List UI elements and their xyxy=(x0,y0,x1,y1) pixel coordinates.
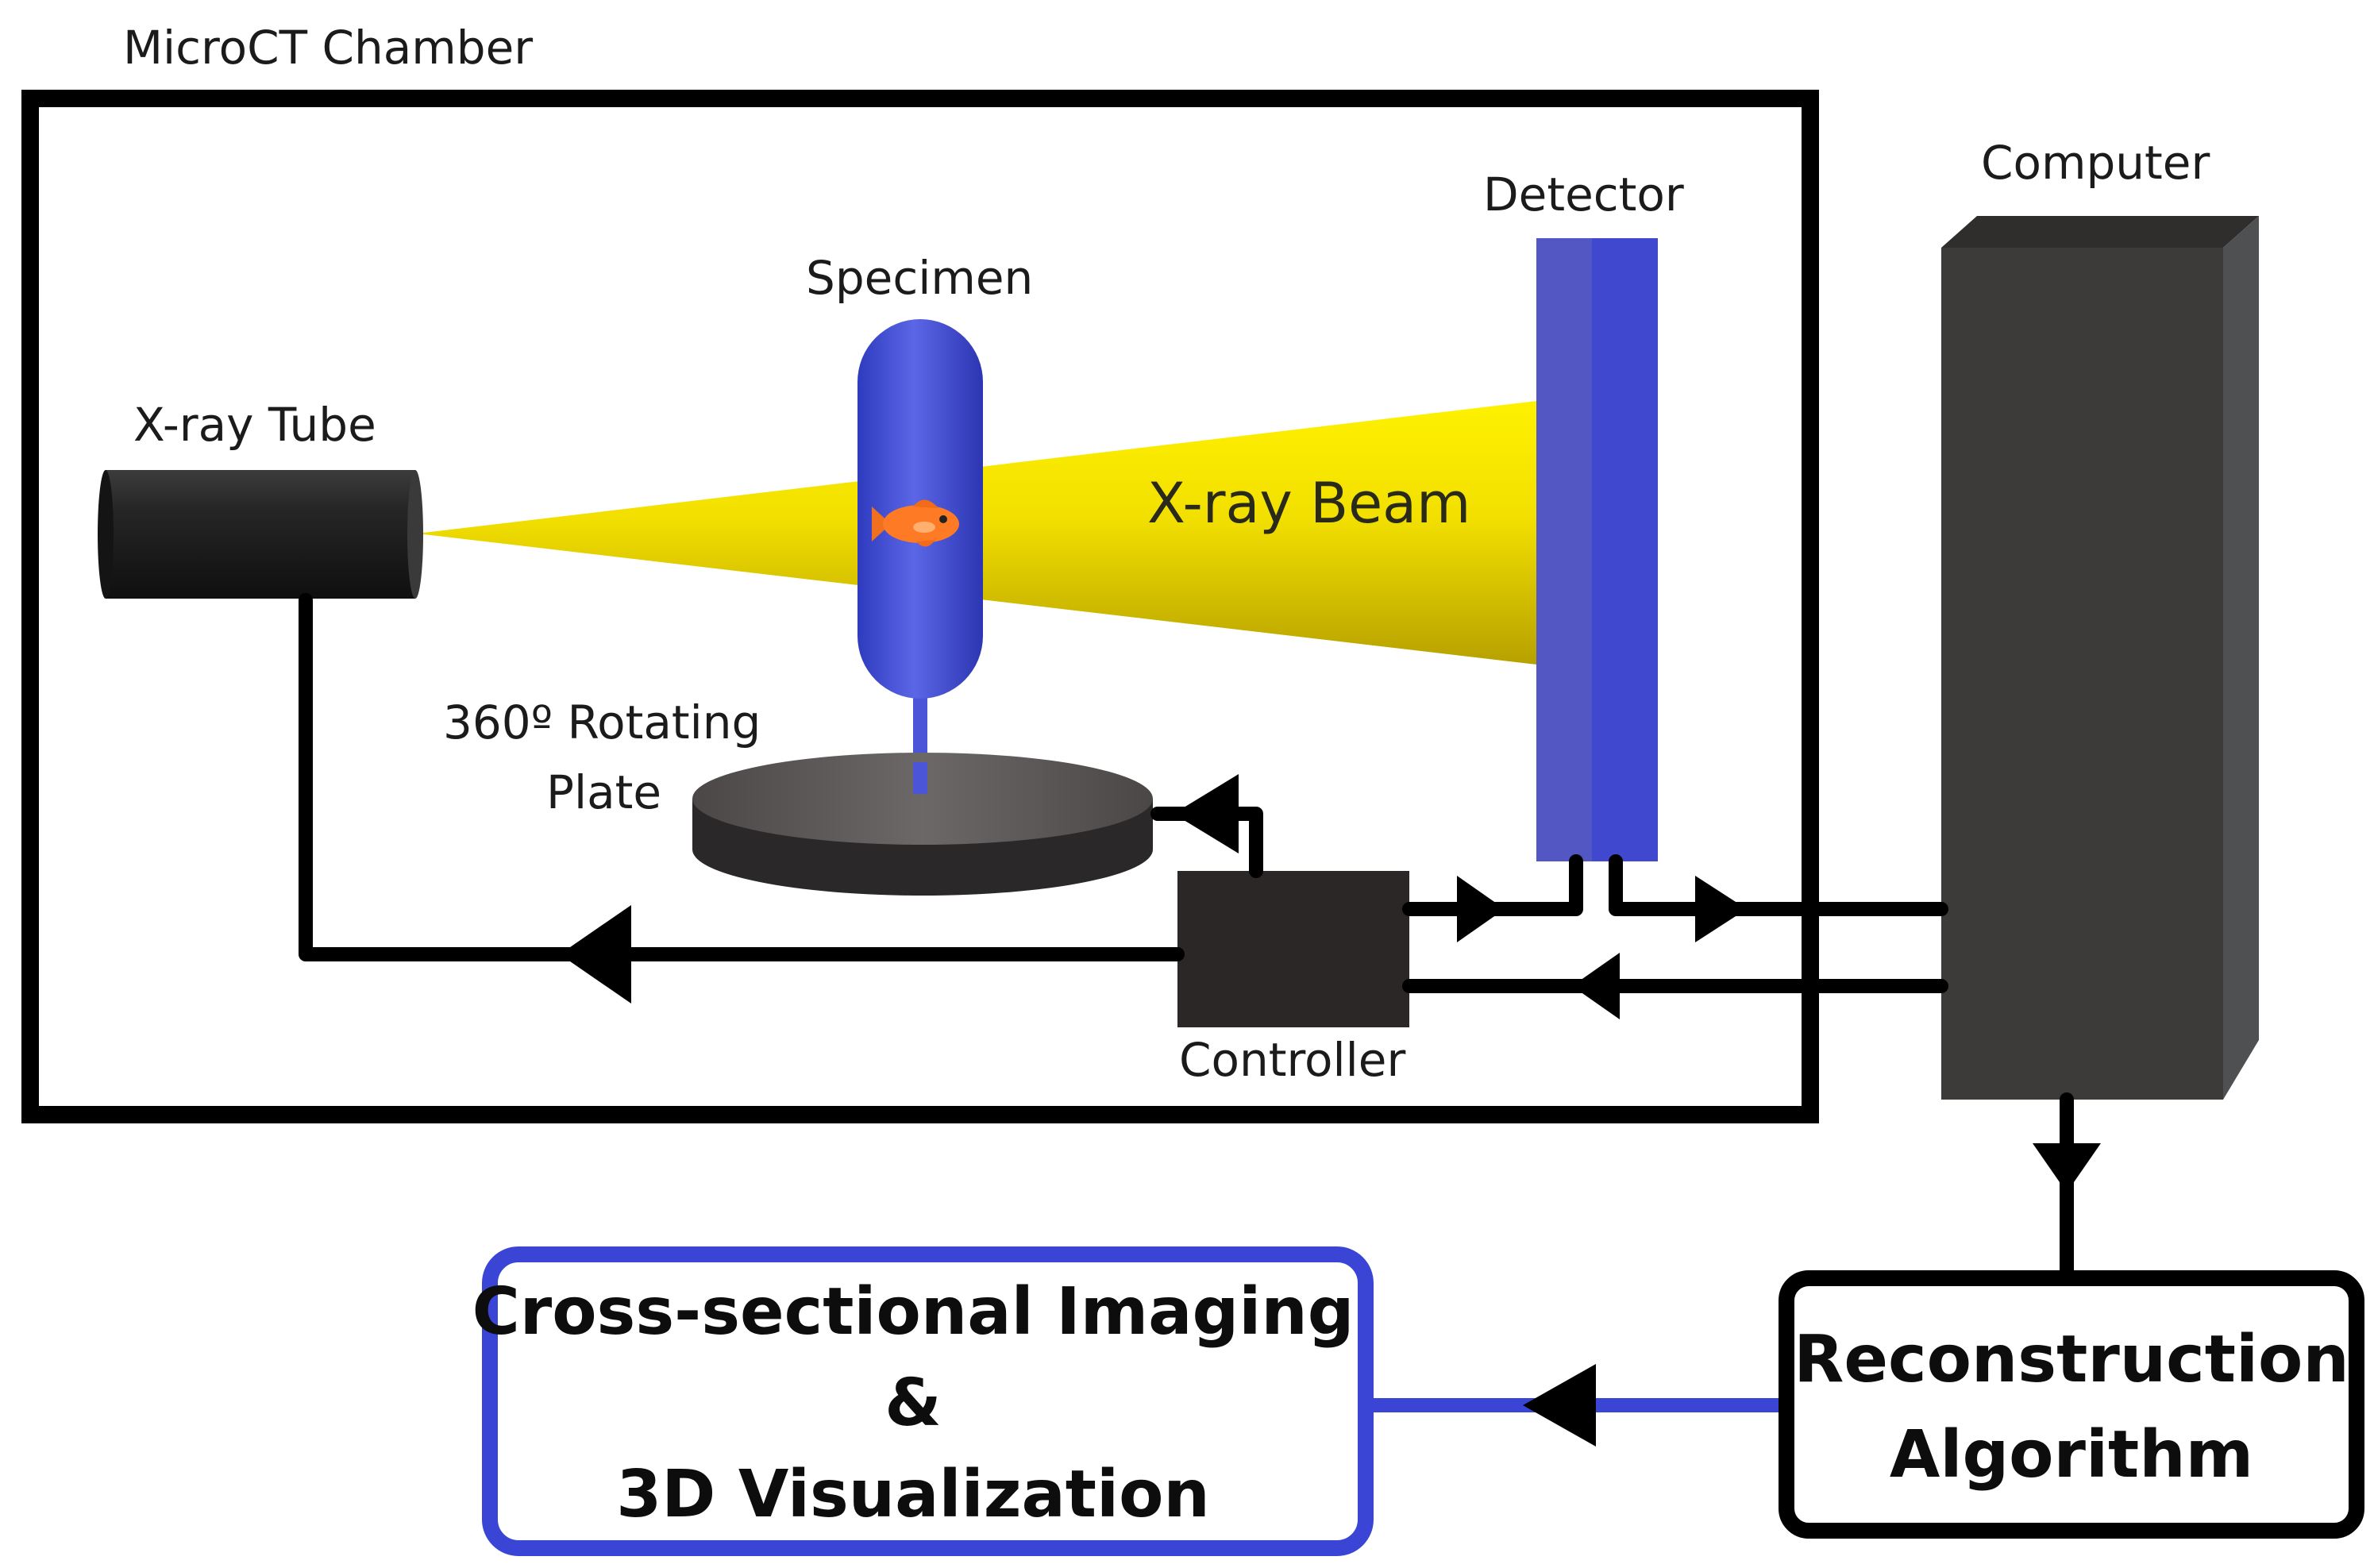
xray-tube xyxy=(98,470,423,599)
fish-icon xyxy=(872,499,959,547)
microct-chamber-frame xyxy=(21,90,1819,1123)
rotating-plate-label-line1: 360º Rotating xyxy=(443,695,761,749)
xray-beam xyxy=(417,397,1570,668)
xray-tube-label: X-ray Tube xyxy=(133,398,376,452)
arrow-to-detector xyxy=(1457,876,1505,942)
output-line2: & xyxy=(884,1366,942,1441)
arrow-to-algorithm xyxy=(2033,1143,2101,1192)
rotating-plate xyxy=(692,753,1153,896)
xray-beam-label: X-ray Beam xyxy=(1147,471,1470,536)
arrow-to-computer xyxy=(1695,876,1747,942)
controller xyxy=(1177,871,1409,1027)
specimen-rod-tip xyxy=(913,762,927,794)
wire-tube-controller xyxy=(299,593,1185,961)
arrow-to-tube xyxy=(560,905,631,1004)
controller-label: Controller xyxy=(1179,1033,1405,1087)
arrow-to-plate xyxy=(1174,774,1239,853)
output-line3: 3D Visualization xyxy=(616,1457,1210,1532)
output-line1: Cross-sectional Imaging xyxy=(472,1274,1355,1350)
computer xyxy=(1941,216,2259,1100)
output-box xyxy=(482,1246,1374,1556)
computer-label: Computer xyxy=(1981,136,2210,190)
algorithm-line1: Reconstruction xyxy=(1794,1322,2349,1397)
arrow-to-controller xyxy=(1572,953,1620,1019)
detector xyxy=(1536,238,1658,861)
wire-detector-computer xyxy=(1609,854,1948,916)
rotating-plate-label-line2: Plate xyxy=(546,765,661,819)
algorithm-box xyxy=(1779,1270,2364,1539)
specimen-label: Specimen xyxy=(806,251,1033,305)
chamber-label: MicroCT Chamber xyxy=(123,21,533,75)
detector-label: Detector xyxy=(1483,168,1684,222)
arrow-to-output xyxy=(1523,1364,1596,1447)
algorithm-line2: Algorithm xyxy=(1890,1417,2253,1493)
